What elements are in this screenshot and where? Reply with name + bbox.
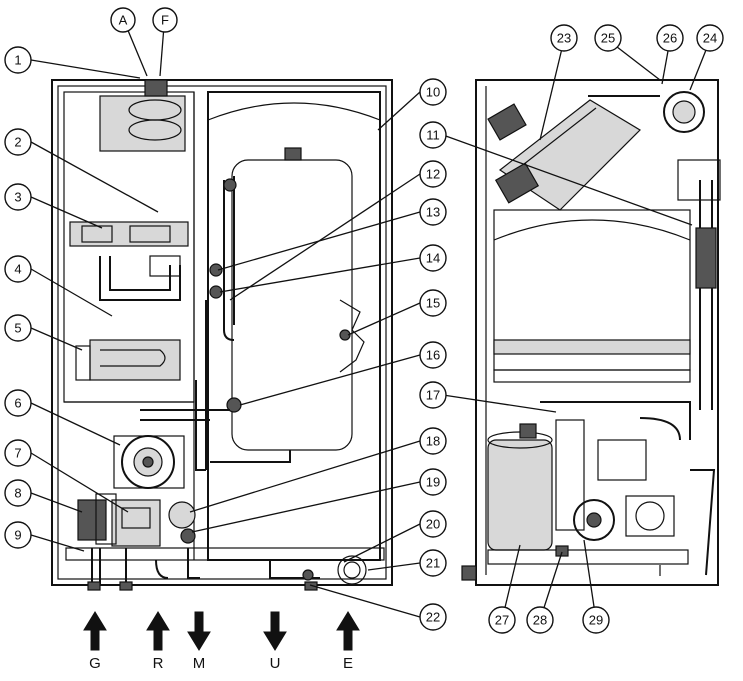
svg-text:22: 22 (426, 610, 440, 625)
callout-12: 12 (419, 160, 447, 188)
svg-text:7: 7 (14, 446, 21, 461)
callout-15: 15 (419, 289, 447, 317)
callout-27: 27 (488, 606, 516, 634)
svg-text:16: 16 (426, 348, 440, 363)
svg-text:2: 2 (14, 135, 21, 150)
expansion-vessel (487, 439, 553, 551)
callout-25: 25 (594, 24, 622, 52)
svg-text:A: A (119, 13, 128, 28)
svg-text:24: 24 (703, 31, 717, 46)
connections: G R M U E (83, 611, 360, 672)
connection-R: R (146, 611, 170, 672)
callouts: 1 2 3 4 5 6 7 8 9 10 11 12 13 14 15 16 1… (4, 7, 724, 634)
svg-text:23: 23 (557, 31, 571, 46)
connection-U: U (263, 611, 287, 672)
callout-21: 21 (419, 549, 447, 577)
callout-13: 13 (419, 198, 447, 226)
svg-text:10: 10 (426, 85, 440, 100)
svg-text:U: U (270, 655, 281, 672)
connection-M: M (187, 611, 211, 672)
svg-text:3: 3 (14, 190, 21, 205)
callout-29: 29 (582, 606, 610, 634)
svg-text:29: 29 (589, 613, 603, 628)
svg-text:G: G (89, 655, 101, 672)
svg-text:19: 19 (426, 475, 440, 490)
connection-E: E (336, 611, 360, 672)
svg-text:9: 9 (14, 528, 21, 543)
callout-3: 3 (4, 183, 32, 211)
side-casing (475, 79, 719, 586)
svg-text:14: 14 (426, 251, 440, 266)
callout-20: 20 (419, 510, 447, 538)
svg-text:4: 4 (14, 262, 21, 277)
front-casing (51, 79, 393, 586)
svg-text:27: 27 (495, 613, 509, 628)
svg-text:18: 18 (426, 434, 440, 449)
svg-text:R: R (153, 655, 164, 672)
callout-9: 9 (4, 521, 32, 549)
callout-23: 23 (550, 24, 578, 52)
callout-17: 17 (419, 381, 447, 409)
svg-text:11: 11 (426, 128, 440, 143)
svg-text:M: M (193, 655, 206, 672)
svg-text:20: 20 (426, 517, 440, 532)
svg-text:26: 26 (663, 31, 677, 46)
callout-18: 18 (419, 427, 447, 455)
callout-1: 1 (4, 46, 32, 74)
callout-2: 2 (4, 128, 32, 156)
callout-24: 24 (696, 24, 724, 52)
callout-14: 14 (419, 244, 447, 272)
callout-F: F (152, 7, 178, 33)
svg-text:F: F (161, 13, 169, 28)
svg-text:E: E (343, 655, 353, 672)
connection-G: G (83, 611, 107, 672)
callout-4: 4 (4, 255, 32, 283)
side-view (461, 79, 721, 586)
svg-text:5: 5 (14, 321, 21, 336)
svg-text:13: 13 (426, 205, 440, 220)
svg-text:6: 6 (14, 396, 21, 411)
svg-text:1: 1 (14, 53, 21, 68)
callout-10: 10 (419, 78, 447, 106)
callout-A: A (110, 7, 136, 33)
callout-7: 7 (4, 439, 32, 467)
callout-19: 19 (419, 468, 447, 496)
front-view (51, 79, 393, 591)
svg-text:25: 25 (601, 31, 615, 46)
svg-text:21: 21 (426, 556, 440, 571)
svg-text:15: 15 (426, 296, 440, 311)
callout-22: 22 (419, 603, 447, 631)
callout-11: 11 (419, 121, 447, 149)
svg-text:17: 17 (426, 388, 440, 403)
svg-text:8: 8 (14, 486, 21, 501)
leader-lines (30, 25, 711, 621)
callout-6: 6 (4, 389, 32, 417)
callout-8: 8 (4, 479, 32, 507)
gas-valve (77, 499, 107, 541)
svg-text:28: 28 (533, 613, 547, 628)
side-pump (573, 499, 615, 541)
callout-28: 28 (526, 606, 554, 634)
burner (89, 339, 181, 381)
callout-5: 5 (4, 314, 32, 342)
callout-26: 26 (656, 24, 684, 52)
callout-16: 16 (419, 341, 447, 369)
svg-text:12: 12 (426, 167, 440, 182)
